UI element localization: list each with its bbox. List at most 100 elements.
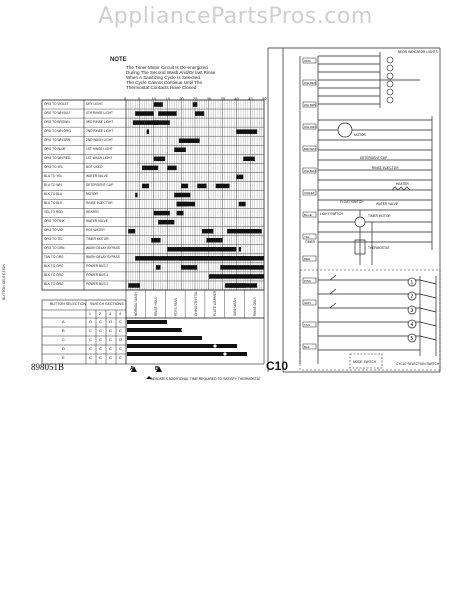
terminal-number: 2 bbox=[411, 294, 414, 300]
timer-tick: 50 bbox=[262, 96, 267, 101]
function-label: DETERGENT CUP bbox=[86, 182, 114, 187]
function-label: POWER BUS 1 bbox=[86, 273, 109, 278]
contact-label: BLK TO ORG bbox=[44, 273, 64, 278]
switch-column: 3 bbox=[109, 312, 111, 316]
timer-chart-grid bbox=[42, 99, 265, 290]
function-label: WASH DELAY BYPASS bbox=[86, 246, 120, 251]
contact-label: ORG TO VIO bbox=[44, 228, 63, 233]
function-label: HEATER bbox=[86, 210, 99, 215]
contact-label: ORG TO TEL bbox=[44, 237, 64, 242]
wire-color-label: WH BLU bbox=[304, 169, 316, 173]
contact-label: BLU TO YEL bbox=[44, 173, 63, 178]
marker-b-label: B bbox=[155, 366, 159, 372]
function-label: TIMER MOTOR bbox=[86, 237, 109, 242]
switch-state: C bbox=[119, 355, 122, 360]
wire-color-label: WH BRN bbox=[304, 103, 316, 107]
wire-color-label: BROWN bbox=[304, 147, 316, 151]
rinse-injector-label: RINSE INJECTOR bbox=[372, 166, 399, 170]
float-switch-label: FLOAT SWITCH bbox=[340, 200, 364, 204]
part-number: 898051B bbox=[31, 362, 65, 372]
contact-label: BLU TO BLK bbox=[44, 201, 63, 206]
switch-state: C bbox=[89, 346, 92, 351]
function-label: 3RD RINSE LIGHT bbox=[86, 119, 114, 124]
neon-indicator-lights bbox=[386, 56, 394, 104]
contact-label: ORG TO WH ORG bbox=[44, 128, 71, 133]
timer-tick: 45 bbox=[248, 96, 253, 101]
switch-state: O bbox=[119, 337, 123, 342]
timer-label: TIMER bbox=[305, 240, 315, 244]
contact-label: ORG TO WH BRN bbox=[44, 137, 71, 142]
function-label: NOT USED bbox=[86, 164, 103, 169]
timer-chart-bars bbox=[128, 102, 264, 288]
cycle-label-frame bbox=[125, 289, 265, 319]
terminal-number: 1 bbox=[411, 280, 414, 286]
cycle-bar bbox=[127, 328, 182, 332]
timer-tick: 20 bbox=[179, 96, 184, 101]
marker-b-icon bbox=[156, 366, 162, 372]
contact-label: BLK TO BLU bbox=[44, 191, 63, 196]
switch-state: C bbox=[119, 319, 122, 324]
marker-a-label: A bbox=[130, 366, 134, 372]
button-letter: C bbox=[62, 337, 65, 342]
function-label: HOT WATER bbox=[86, 228, 105, 233]
heater-label: HEATER bbox=[396, 182, 409, 186]
contact-label: ORG TO BROWN bbox=[44, 119, 70, 124]
timer-tick: 5 bbox=[137, 96, 141, 101]
timer-tick: 30 bbox=[206, 96, 212, 101]
footnote-triangle-icon bbox=[146, 376, 152, 379]
note-line: The Cycle Cannot Continue Until The bbox=[126, 80, 203, 85]
switch-state: C bbox=[89, 328, 92, 333]
thermostat-icon bbox=[354, 239, 366, 255]
switch-sections-header: SWITCH SECTIONS bbox=[90, 302, 124, 306]
timer-tick: 0 bbox=[124, 96, 127, 101]
note-line: During The Second Wash And/Or last Rinse bbox=[126, 70, 216, 75]
switch-column: 4 bbox=[119, 312, 121, 316]
cycle-bar bbox=[127, 352, 247, 356]
contact-label: TAN TO ORG bbox=[44, 255, 64, 260]
function-label: POWER BUS 1 bbox=[86, 282, 109, 287]
timer-tick: 40 bbox=[234, 96, 239, 101]
switch-state: C bbox=[99, 328, 102, 333]
wire-color-label: ORG bbox=[304, 59, 312, 63]
timer-tick: 25 bbox=[193, 96, 198, 101]
cycle-columns bbox=[145, 290, 245, 318]
switch-state: C bbox=[99, 355, 102, 360]
contact-label: BLU TO WH bbox=[44, 182, 62, 187]
timer-tick: 35 bbox=[220, 96, 226, 101]
mode-switch-box bbox=[349, 353, 383, 369]
terminal-number: 4 bbox=[411, 322, 414, 328]
detergent-cup-label: DETERGENT CUP bbox=[360, 156, 388, 160]
note-line: The Timer Motor Circuit Is De-energized bbox=[126, 65, 208, 70]
water-valve-label: WATER VALVE bbox=[376, 202, 398, 206]
contact-label: ORG TO WH RED bbox=[44, 155, 71, 160]
function-label: WATER VALVE bbox=[86, 173, 108, 178]
diagram-code: C10 bbox=[266, 359, 289, 373]
wire-color-label: PINK bbox=[304, 279, 311, 283]
indicator-lights-label: NEON INDICATOR LIGHTS bbox=[398, 50, 438, 54]
contact-label: BLK TO ORG bbox=[44, 282, 64, 287]
thermostat-dot bbox=[223, 352, 227, 356]
contact-label: ORG TO BLUE bbox=[44, 146, 66, 151]
switch-contact-icon bbox=[329, 274, 337, 309]
switch-column: 2 bbox=[99, 312, 101, 316]
wire-color-label: BLK bbox=[304, 345, 310, 349]
switch-state: C bbox=[99, 337, 102, 342]
function-label: DRY LIGHT bbox=[86, 101, 103, 106]
timer-motor-label: TIMER MOTOR bbox=[368, 214, 391, 218]
cycle-selection-chart bbox=[125, 317, 265, 365]
timer-chart-frame bbox=[41, 99, 265, 291]
motor-label: MOTOR bbox=[354, 133, 366, 137]
light-switch-label: LIGHT SWITCH bbox=[320, 212, 343, 216]
switch-state: C bbox=[109, 337, 112, 342]
note-title: NOTE bbox=[110, 57, 127, 63]
contact-label: ORG TO YEL bbox=[44, 164, 64, 169]
cycle-selection-switch-label: CYCLE SELECTION SWITCH bbox=[396, 362, 440, 366]
button-table-frame bbox=[41, 299, 127, 365]
wire-color-label: GRN bbox=[304, 301, 311, 305]
function-label: WASH DELAY BYPASS bbox=[86, 255, 120, 260]
function-label: MOTOR bbox=[86, 191, 98, 196]
timer-motor-icon bbox=[354, 216, 366, 228]
button-table-header: BUTTON SELECTION bbox=[50, 302, 87, 306]
switch-state: C bbox=[119, 346, 122, 351]
